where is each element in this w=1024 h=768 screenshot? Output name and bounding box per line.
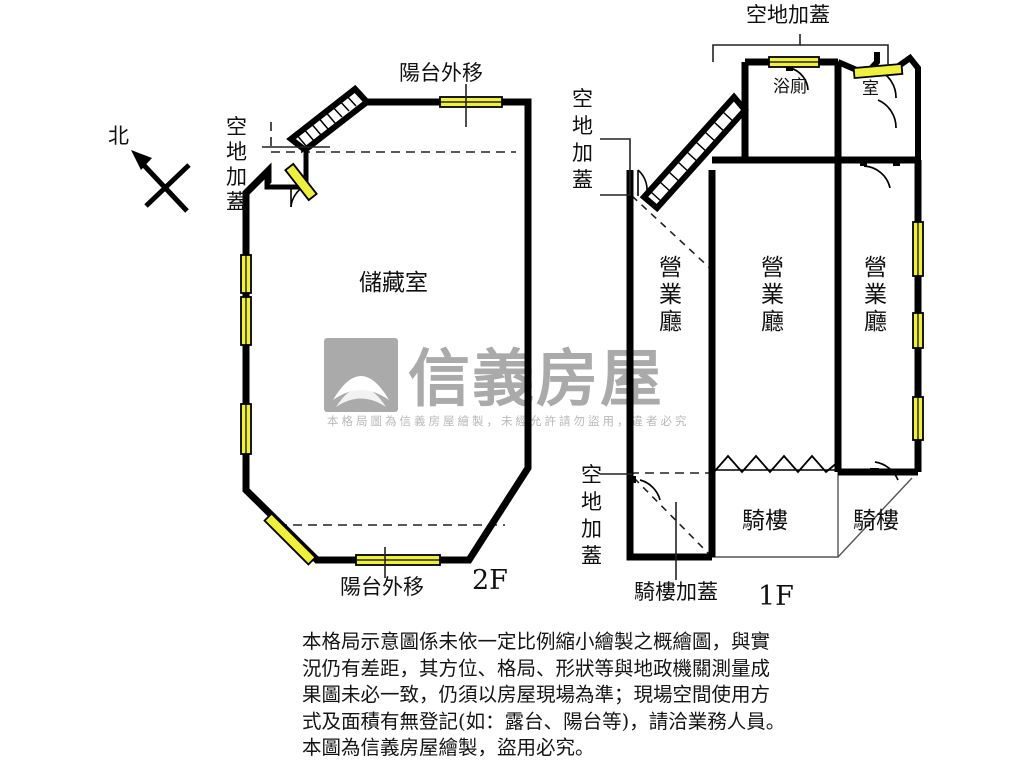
watermark: 信義房屋 本格局圖為信義房屋繪製，未經允許請勿盜用，違者必究 (324, 338, 690, 428)
compass-label: 北 (108, 124, 129, 148)
compass-north: 北 (108, 124, 191, 213)
label-balcony-ext-bottom: 陽台外移 (340, 575, 424, 599)
label-vacant-roofed-1f-top: 空地加蓋 (746, 3, 830, 27)
window-2f-top (439, 96, 503, 108)
hall2-c3: 廳 (761, 309, 784, 335)
window-2f-left-1 (240, 254, 252, 294)
floor-1f-plan: 空地加蓋 空 地 加 蓋 空 地 加 蓋 騎樓加蓋 浴廁 室 營 業 廳 營 業 (572, 3, 924, 612)
vr2-c4: 蓋 (581, 544, 602, 568)
window-2f-left-2 (240, 296, 252, 346)
vr1-c1: 空 (572, 87, 593, 111)
vr1-c3: 加 (572, 141, 593, 165)
hall3-c3: 廳 (864, 309, 887, 335)
label-vacant-roofed-2f-c3: 加 (226, 165, 247, 189)
hall1-c1: 營 (659, 255, 682, 281)
vr1-c4: 蓋 (572, 168, 593, 192)
room-label-arcade-1: 騎樓 (742, 508, 788, 534)
hall3-c1: 營 (864, 255, 887, 281)
label-vacant-roofed-2f-c4: 蓋 (226, 190, 247, 214)
staircase-2f (268, 84, 372, 208)
watermark-brand: 信義房屋 (408, 342, 664, 415)
window-1f-right-1 (912, 221, 924, 277)
window-1f-room (852, 62, 904, 80)
room-label-arcade-2: 騎樓 (853, 508, 899, 534)
hall1-c2: 業 (659, 282, 682, 308)
label-vacant-roofed-2f-c2: 地 (226, 140, 247, 164)
floor-2f-plan: 陽台外移 陽台外移 空 地 加 蓋 儲藏室 2F (226, 61, 532, 599)
disclaimer-line-1: 本格局示意圖係未依一定比例縮小繪製之概繪圖，與實 (302, 630, 771, 653)
hall1-c3: 廳 (659, 309, 682, 335)
balcony-setback-lines (270, 122, 516, 526)
room-label-room: 室 (862, 79, 879, 99)
leaders-1f (600, 34, 889, 580)
label-balcony-ext-top: 陽台外移 (399, 61, 483, 85)
disclaimer-line-2: 況仍有差距，其方位、格局、形狀等與地政機關測量成 (302, 656, 771, 680)
label-vacant-roofed-2f: 空 地 加 蓋 (226, 115, 247, 214)
disclaimer-line-5: 本圖為信義房屋繪製，盜用必究。 (302, 736, 595, 759)
window-1f-right-2 (912, 312, 924, 349)
label-vacant-roofed-1f-left: 空 地 加 蓋 (572, 87, 593, 192)
door-swings-1f (639, 67, 899, 501)
label-arcade-roofed: 騎樓加蓋 (634, 580, 718, 604)
window-2f-stair (284, 162, 318, 202)
window-2f-bottom (355, 554, 441, 566)
window-2f-diag-lower (263, 512, 317, 566)
room-label-storage: 儲藏室 (359, 270, 428, 296)
label-vacant-roofed-2f-c1: 空 (226, 115, 247, 139)
window-2f-left-3 (240, 403, 252, 455)
room-label-hall-2: 營 業 廳 (761, 255, 784, 335)
setback-lines-1f (630, 195, 713, 558)
window-1f-bath (768, 56, 820, 68)
floor-tag-1f: 1F (758, 581, 794, 612)
room-label-bathroom: 浴廁 (773, 76, 807, 97)
vr2-c3: 加 (581, 517, 602, 541)
watermark-notice: 本格局圖為信義房屋繪製，未經允許請勿盜用，違者必究 (327, 414, 690, 428)
disclaimer-block: 本格局示意圖係未依一定比例縮小繪製之概繪圖，與實 況仍有差距，其方位、格局、形狀… (302, 629, 882, 762)
hall2-c2: 業 (761, 282, 784, 308)
room-label-hall-3: 營 業 廳 (864, 255, 887, 335)
disclaimer-line-4: 式及面積有無登記(如：露台、陽台等)，請洽業務人員。 (302, 709, 786, 733)
hall2-c1: 營 (761, 255, 784, 281)
room-label-hall-1: 營 業 廳 (659, 255, 682, 335)
staircase-1f (637, 92, 749, 213)
hall3-c2: 業 (864, 282, 887, 308)
vr2-c1: 空 (581, 463, 602, 487)
window-1f-right-3 (912, 396, 924, 441)
disclaimer-line-3: 果圖未必一致，仍須以房屋現場為準；現場空間使用方 (302, 683, 771, 706)
vr2-c2: 地 (581, 490, 602, 514)
shutter-zigzag (713, 454, 839, 474)
logo-icon (324, 338, 398, 412)
label-vacant-roofed-1f-lower: 空 地 加 蓋 (581, 463, 602, 568)
vr1-c2: 地 (572, 114, 593, 138)
floor-tag-2f: 2F (472, 565, 508, 596)
wall-outline-1f (626, 170, 712, 561)
